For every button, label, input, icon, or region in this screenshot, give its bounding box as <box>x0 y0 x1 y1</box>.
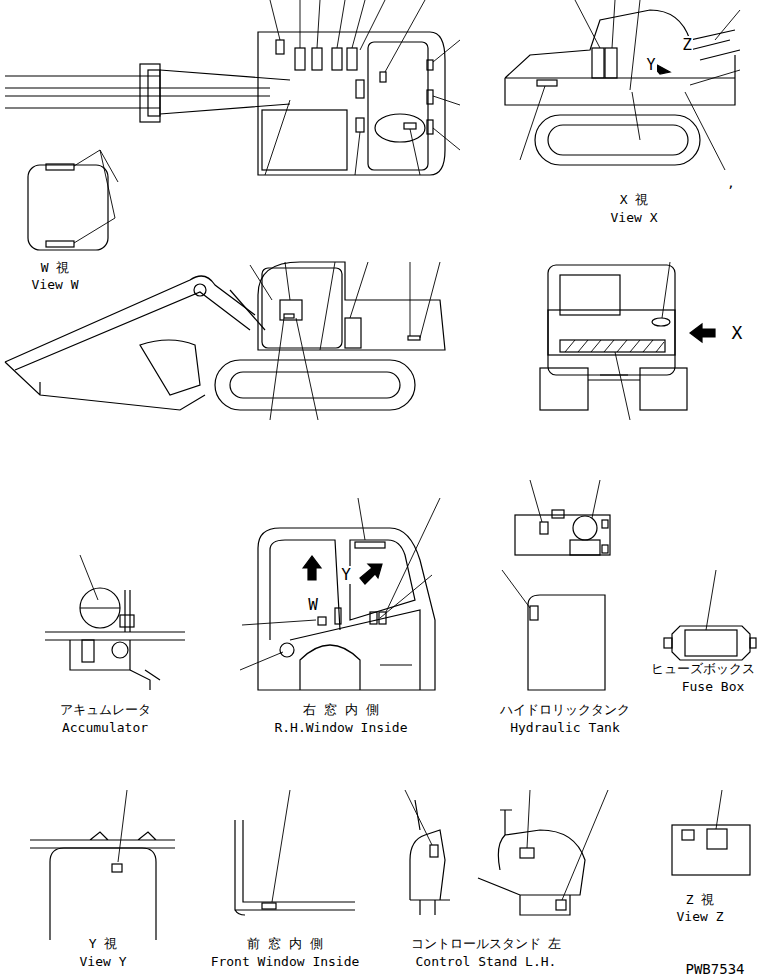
view-letter: Z <box>681 36 693 54</box>
part-name: Control Stand L.H. <box>415 955 558 970</box>
part-name-jp: 前 窓 内 側 <box>246 937 323 952</box>
view-caption-jp: Z 視 <box>685 893 716 908</box>
part-name: Hydraulic Tank <box>509 721 621 736</box>
view-w-drawing <box>28 150 118 250</box>
view-letter: W <box>307 596 319 614</box>
view-z-drawing <box>672 790 750 875</box>
part-name-jp: 右 窓 内 側 <box>302 703 379 718</box>
view-caption: View Y <box>79 955 128 970</box>
part-name-jp: ハイドロリックタンク <box>499 703 631 718</box>
accumulator-drawing <box>45 555 185 690</box>
view-letter: X <box>731 323 744 344</box>
part-name: Fuse Box <box>681 680 746 695</box>
drawing-number: PWB7534 <box>684 961 745 977</box>
excavator-side-view <box>5 262 445 420</box>
view-caption: View W <box>31 278 80 293</box>
rh-window-drawing <box>240 498 440 690</box>
part-name: Front Window Inside <box>210 955 361 970</box>
hydraulic-tank-drawing <box>502 480 610 690</box>
fuse-box-drawing <box>664 570 756 660</box>
part-name: Accumulator <box>61 721 149 736</box>
view-letter: Y <box>645 57 656 74</box>
excavator-rear-view <box>540 262 715 420</box>
part-name-jp: ヒューズボックス <box>650 662 756 677</box>
control-stand-drawing <box>405 790 608 915</box>
view-caption-jp: Y 視 <box>88 937 119 952</box>
mark: , <box>726 176 736 191</box>
view-letter: Y <box>340 566 352 584</box>
view-caption-jp: W 視 <box>40 261 71 276</box>
view-y-drawing <box>30 790 175 940</box>
view-caption: View Z <box>676 910 725 925</box>
excavator-top-view <box>5 0 460 175</box>
view-caption-jp: X 視 <box>619 193 650 208</box>
excavator-view-x <box>505 0 740 170</box>
part-name: R.H.Window Inside <box>273 721 408 736</box>
view-caption: View X <box>610 211 659 226</box>
part-name-jp: コントロールスタンド 左 <box>410 937 563 952</box>
part-name-jp: アキュムレータ <box>59 703 152 718</box>
front-window-drawing <box>235 790 355 915</box>
